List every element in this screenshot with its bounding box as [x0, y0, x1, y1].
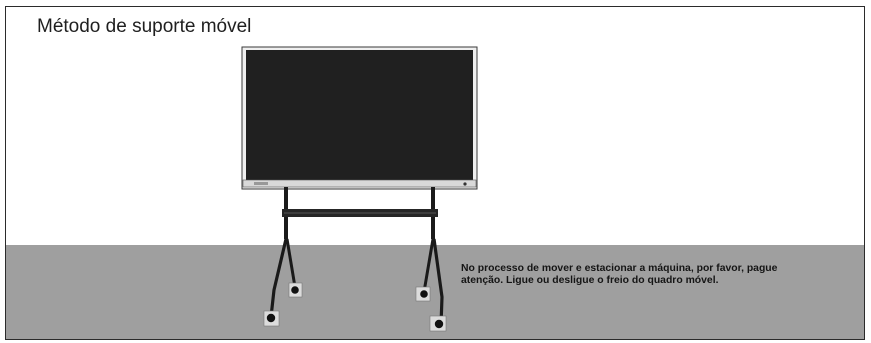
stand-leg-right-front: [432, 238, 444, 326]
display-bottom-bar: [242, 179, 477, 188]
caster-wheel-icon: [291, 286, 299, 294]
instruction-line-2: atenção. Ligue ou desligue o freio do qu…: [461, 274, 719, 286]
caster-wheel-icon: [434, 319, 444, 329]
stand-leg-left-rear: [285, 238, 297, 288]
page-title: Método de suporte móvel: [37, 16, 252, 37]
mobile-stand-display-illustration: [241, 46, 478, 332]
display-screen: [246, 50, 473, 180]
caster-wheel-icon: [266, 313, 276, 323]
stand-leg-left: [269, 238, 288, 318]
content-frame: Método de suporte móvel: [5, 6, 865, 340]
power-indicator-icon: [463, 182, 467, 186]
instruction-text: No processo de mover e estacionar a máqu…: [461, 263, 864, 286]
stand-leg-right: [422, 238, 435, 293]
caster-wheel-icon: [420, 290, 428, 298]
instruction-line-1: No processo de mover e estacionar a máqu…: [461, 263, 778, 274]
